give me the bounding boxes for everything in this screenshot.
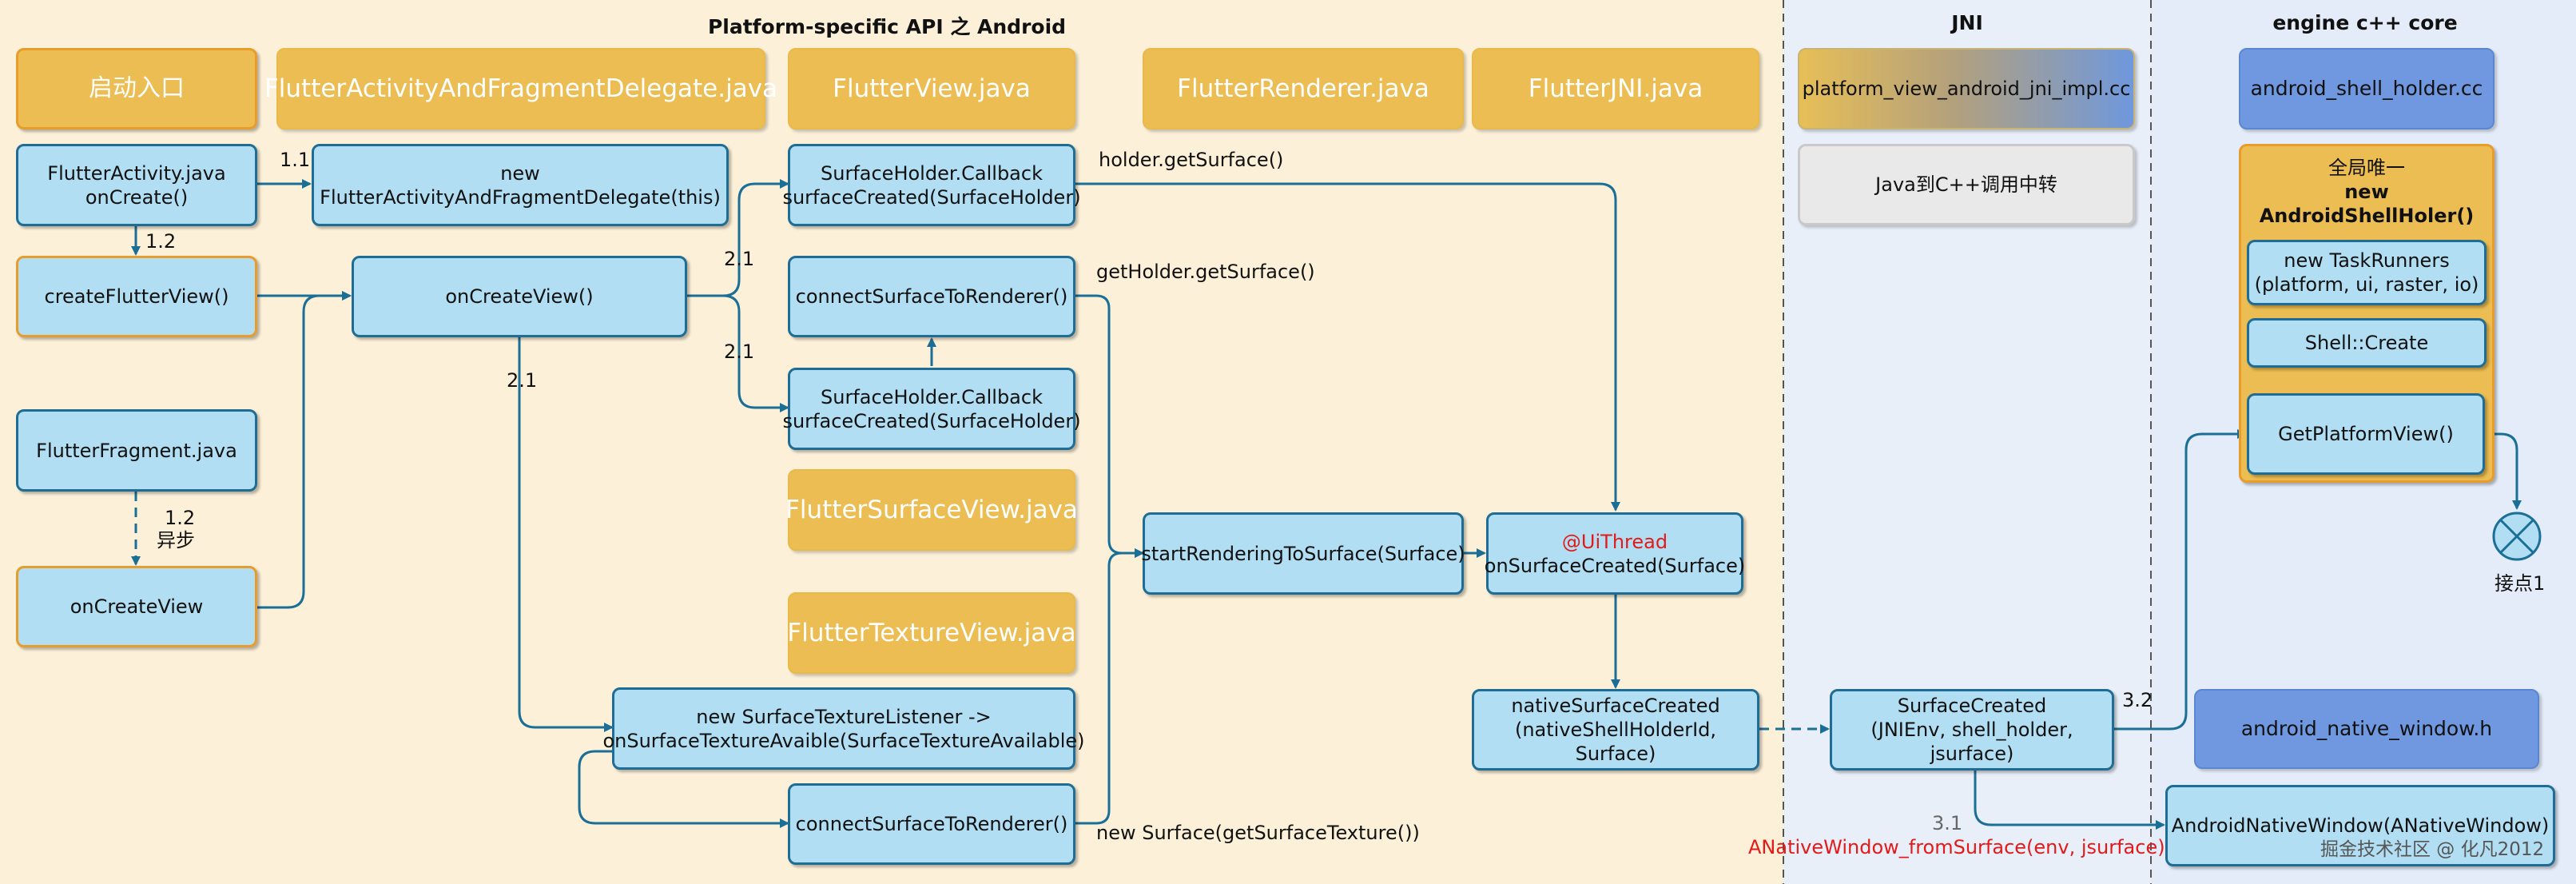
label-step-2-1-a: 2.1 [724, 248, 755, 270]
surface-holder-callback-1: SurfaceHolder.Callback surfaceCreated(Su… [782, 144, 1081, 226]
label-step-1-2-a: 1.2 [145, 230, 177, 253]
box-line: AndroidNativeWindow(ANativeWindow) [2171, 814, 2550, 837]
box-line: Shell::Create [2304, 332, 2429, 354]
box-line: onCreate() [85, 185, 189, 209]
arrow-oncreateview-to-callback2 [687, 294, 789, 412]
arrow-jni-to-getplatformview [2114, 429, 2247, 731]
shell-holder-cc-header: android_shell_holder.cc [2239, 48, 2495, 129]
start-entry-header: 启动入口 [16, 48, 257, 129]
flutter-activity-oncreate: FlutterActivity.java onCreate() [16, 144, 257, 226]
arrow-oncreateview-to-callback1 [687, 179, 789, 297]
arrow-connect2-to-start [1075, 548, 1144, 825]
label-step-2-1-b: 2.1 [724, 340, 755, 363]
jni-impl-cc-header: platform_view_android_jni_impl.cc [1798, 48, 2135, 129]
box-line: onCreateView [70, 595, 204, 618]
box-line: (platform, ui, raster, io) [2254, 273, 2479, 296]
delegate-oncreateview: onCreateView() [352, 256, 687, 337]
get-platform-view: GetPlatformView() [2247, 393, 2485, 475]
start-rendering-to-surface: startRenderingToSurface(Surface) [1141, 512, 1465, 595]
lane-title-engine: engine c++ core [2272, 11, 2458, 34]
global-unique-shell-holder: 全局唯一 new AndroidShellHoler() [2247, 157, 2487, 227]
label-holder-get-surface: holder.getSurface() [1099, 149, 1284, 171]
box-line: createFlutterView() [44, 285, 229, 308]
watermark: 掘金技术社区 @ 化凡2012 [2320, 839, 2545, 860]
box-line: SurfaceHolder.Callback [821, 385, 1043, 408]
label-step-3-2: 3.2 [2122, 689, 2153, 711]
box-line: new AndroidShellHoler() [2259, 181, 2475, 227]
box-line: surfaceCreated(SurfaceHolder) [782, 185, 1081, 209]
new-surface-texture-listener: new SurfaceTextureListener -> onSurfaceT… [602, 687, 1085, 770]
new-delegate: new FlutterActivityAndFragmentDelegate(t… [312, 144, 729, 226]
label-get-holder-get-surface: getHolder.getSurface() [1096, 261, 1315, 283]
arrow-getplatformview-to-junction [2485, 432, 2522, 510]
fragment-oncreateview: onCreateView [16, 566, 257, 647]
box-line: onSurfaceCreated(Surface) [1484, 554, 1746, 577]
native-surface-created: nativeSurfaceCreated (nativeShellHolderI… [1472, 689, 1759, 771]
new-task-runners: new TaskRunners (platform, ui, raster, i… [2247, 240, 2487, 305]
jni-description-box: Java到C++调用中转 [1798, 144, 2135, 225]
create-flutter-view: createFlutterView() [16, 256, 257, 337]
flutterjni-java-header: FlutterJNI.java [1472, 48, 1759, 129]
box-line: connectSurfaceToRenderer() [795, 285, 1068, 308]
lane-title-android: Platform-specific API 之 Android [707, 15, 1067, 38]
label-step-3-1: 3.1 [1932, 812, 1963, 834]
box-line: connectSurfaceToRenderer() [795, 813, 1068, 835]
box-line: new TaskRunners [2284, 249, 2450, 272]
box-line: SurfaceHolder.Callback [821, 161, 1043, 185]
box-line: 全局唯一 [2328, 157, 2405, 179]
flutter-fragment-java: FlutterFragment.java [16, 409, 257, 492]
box-line: onSurfaceTextureAvaible(SurfaceTextureAv… [602, 729, 1085, 752]
label-step-1-2-b: 1.2 [165, 507, 196, 529]
fluttertextureview-java-header: FlutterTextureView.java [787, 592, 1076, 674]
jni-surface-created: SurfaceCreated (JNIEnv, shell_holder, js… [1830, 689, 2114, 771]
arrow-texture-to-connect2 [578, 750, 789, 828]
android-native-window-ctor: AndroidNativeWindow(ANativeWindow) [2165, 785, 2555, 866]
junction-icon [2492, 512, 2542, 561]
box-line: (JNIEnv, shell_holder, jsurface) [1870, 719, 2073, 765]
box-line: @UiThread [1561, 530, 1668, 553]
box-line: nativeSurfaceCreated [1511, 695, 1720, 717]
flutterview-java-header: FlutterView.java [788, 48, 1075, 129]
arrow-callback1-to-onsurface [1075, 182, 1620, 512]
arrow-oncreateview-to-texture [518, 337, 614, 732]
box-line: GetPlatformView() [2278, 423, 2454, 445]
box-line: startRenderingToSurface(Surface) [1141, 542, 1465, 565]
box-line: FlutterActivityAndFragmentDelegate(this) [320, 185, 721, 209]
delegate-java-header: FlutterActivityAndFragmentDelegate.java [264, 48, 777, 129]
label-step-2-1-c: 2.1 [507, 369, 538, 392]
fluttersurfaceview-java-header: FlutterSurfaceView.java [785, 469, 1078, 551]
box-line: (nativeShellHolderId, Surface) [1514, 719, 1717, 765]
lane-title-jni: JNI [1951, 11, 1983, 34]
connect-surface-to-renderer-1: connectSurfaceToRenderer() [788, 256, 1075, 337]
connect-surface-to-renderer-2: connectSurfaceToRenderer() [788, 783, 1075, 865]
label-junction: 接点1 [2495, 572, 2546, 595]
box-line: new SurfaceTextureListener -> [696, 705, 992, 728]
arrow-fragview-to-oncreateview [257, 291, 352, 609]
flutterrenderer-java-header: FlutterRenderer.java [1143, 48, 1464, 129]
native-window-h-header: android_native_window.h [2194, 689, 2539, 769]
label-step-1-1: 1.1 [280, 149, 311, 171]
box-line: FlutterFragment.java [36, 439, 237, 462]
box-line: SurfaceCreated [1897, 695, 2047, 717]
box-line: new [500, 161, 540, 185]
arrow-jni-to-nativewindow [1974, 771, 2165, 830]
on-surface-created: @UiThread onSurfaceCreated(Surface) [1484, 512, 1746, 595]
box-line: onCreateView() [445, 285, 594, 308]
label-async: 异步 [157, 529, 195, 552]
surface-holder-callback-2: SurfaceHolder.Callback surfaceCreated(Su… [782, 368, 1081, 450]
label-anativewindow-from-surface: ANativeWindow_fromSurface(env, jsurface) [1748, 836, 2165, 858]
shell-create: Shell::Create [2247, 318, 2487, 368]
arrow-connect1-to-start [1075, 294, 1144, 558]
box-line: FlutterActivity.java [47, 161, 226, 185]
label-new-surface: new Surface(getSurfaceTexture()) [1096, 822, 1420, 844]
box-line: surfaceCreated(SurfaceHolder) [782, 409, 1081, 432]
